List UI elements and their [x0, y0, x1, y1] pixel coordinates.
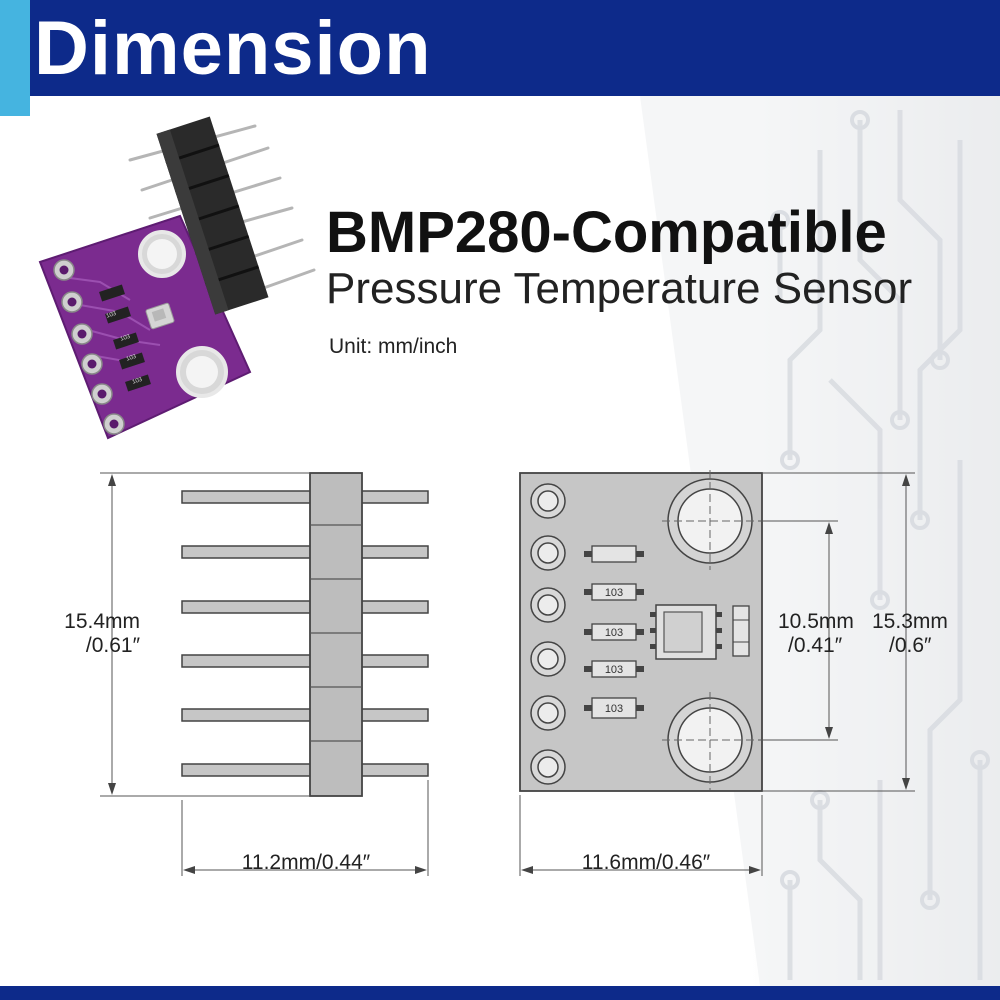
product-subtitle: Pressure Temperature Sensor: [326, 264, 913, 313]
board-top-drawing: 103 103 103 103: [519, 470, 915, 876]
resistor-label: 103: [605, 627, 623, 639]
resistor-label: 103: [126, 354, 138, 363]
header-accent: [0, 0, 30, 116]
board-height-in-label: /0.6″: [889, 634, 932, 657]
header-pins-drawing: [100, 472, 429, 876]
unit-label: Unit: mm/inch: [329, 335, 458, 358]
resistor-label: 103: [106, 311, 118, 320]
resistor-label: 103: [605, 664, 623, 676]
pcb-photo: 103 103 103 103: [38, 116, 316, 440]
pin-height-in-label: /0.61″: [85, 634, 140, 657]
hole-spacing-mm-label: 10.5mm: [778, 610, 854, 633]
resistor-label: 103: [605, 703, 623, 715]
header-bar: [0, 0, 1000, 96]
product-title: BMP280-Compatible: [326, 200, 887, 265]
board-height-mm-label: 15.3mm: [872, 610, 948, 633]
footer-bar: [0, 986, 1000, 1000]
resistor-label: 103: [120, 334, 132, 343]
resistor-label: 103: [605, 587, 623, 599]
pin-length-label: 11.2mm/0.44″: [241, 851, 371, 874]
hole-spacing-in-label: /0.41″: [788, 634, 843, 657]
board-width-label: 11.6mm/0.46″: [581, 851, 711, 874]
page-title: Dimension: [34, 6, 432, 91]
pin-height-mm-label: 15.4mm: [64, 610, 140, 633]
resistor-label: 103: [132, 377, 144, 386]
